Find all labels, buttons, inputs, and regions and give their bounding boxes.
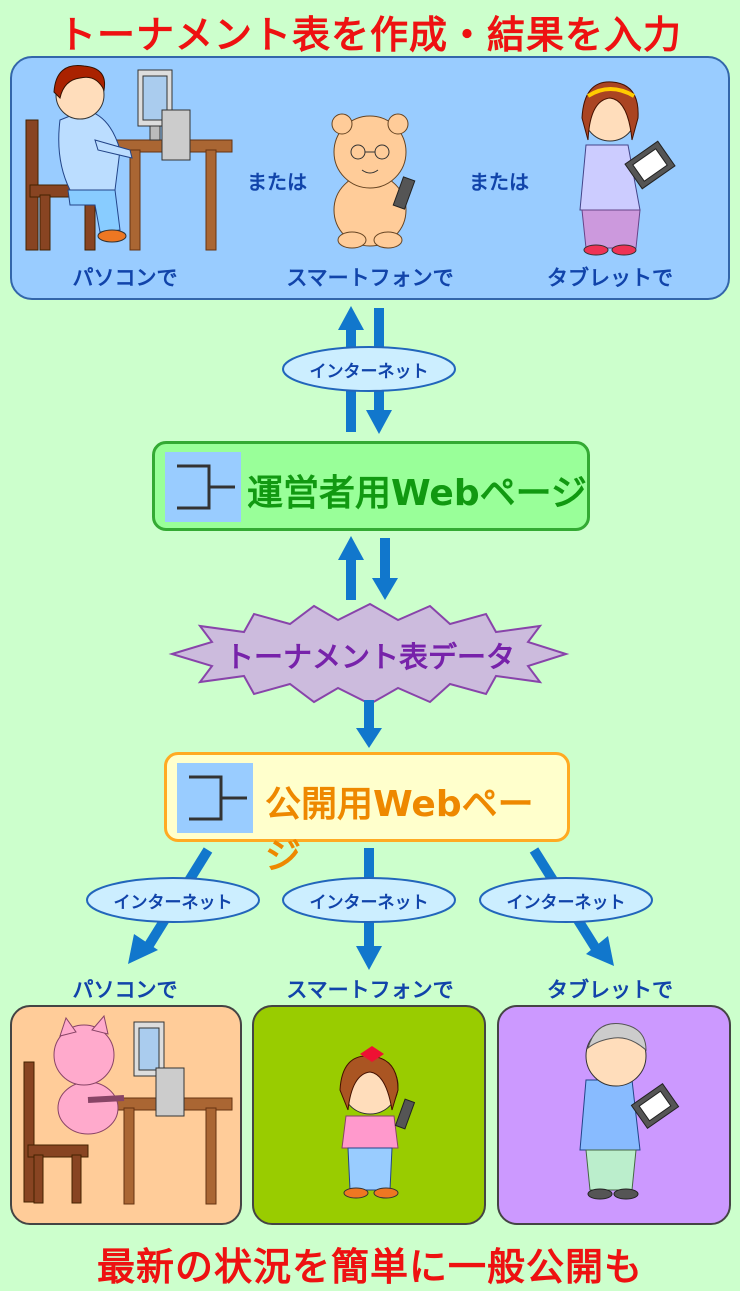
arrow-admin-up: [338, 536, 364, 600]
internet-label-left: インターネット: [113, 893, 233, 913]
page-title: トーナメント表を作成・結果を入力: [57, 13, 682, 57]
output-tablet-label: タブレットで: [547, 978, 673, 1002]
data-starburst-shape: [168, 602, 570, 706]
output-phone-label: スマートフォンで: [286, 978, 454, 1002]
admin-webpage-label: 運営者用Webページ: [247, 473, 587, 514]
internet-ellipse-top: [282, 346, 456, 392]
input-phone-label: スマートフォンで: [286, 266, 454, 290]
input-tablet-label: タブレットで: [547, 266, 673, 290]
output-pc-label: パソコンで: [72, 978, 178, 1002]
admin-webpage-box: 運営者用Webページ: [152, 441, 590, 531]
internet-label-right: インターネット: [506, 893, 626, 913]
tournament-bracket-icon: [177, 763, 253, 833]
arrow-data-to-public: [356, 700, 382, 748]
or-text-left: または: [247, 170, 307, 194]
public-webpage-box: 公開用Webページ: [164, 752, 570, 877]
person-at-computer-icon: [23, 1014, 233, 1205]
internet-label-center: インターネット: [309, 893, 429, 913]
person-with-smartphone-icon: [331, 113, 416, 249]
page-footer: 最新の状況を簡単に一般公開も: [96, 1245, 643, 1289]
internet-label-top: インターネット: [309, 362, 429, 382]
input-pc-label: パソコンで: [72, 266, 178, 290]
person-at-computer-icon: [25, 65, 233, 251]
internet-ellipse-left: [86, 877, 260, 923]
internet-ellipse-center: [282, 877, 456, 923]
person-with-smartphone-icon: [339, 1046, 416, 1199]
tournament-bracket-icon: [165, 452, 241, 522]
public-webpage-label: 公開用Webページ: [265, 784, 534, 877]
person-with-tablet-icon: [579, 81, 676, 256]
output-phone-panel: [252, 1005, 486, 1225]
tournament-data-label: トーナメント表データ: [224, 640, 515, 674]
person-with-tablet-icon: [579, 1023, 680, 1200]
or-text-right: または: [469, 170, 529, 194]
arrow-admin-down: [372, 538, 398, 600]
internet-ellipse-right: [479, 877, 653, 923]
